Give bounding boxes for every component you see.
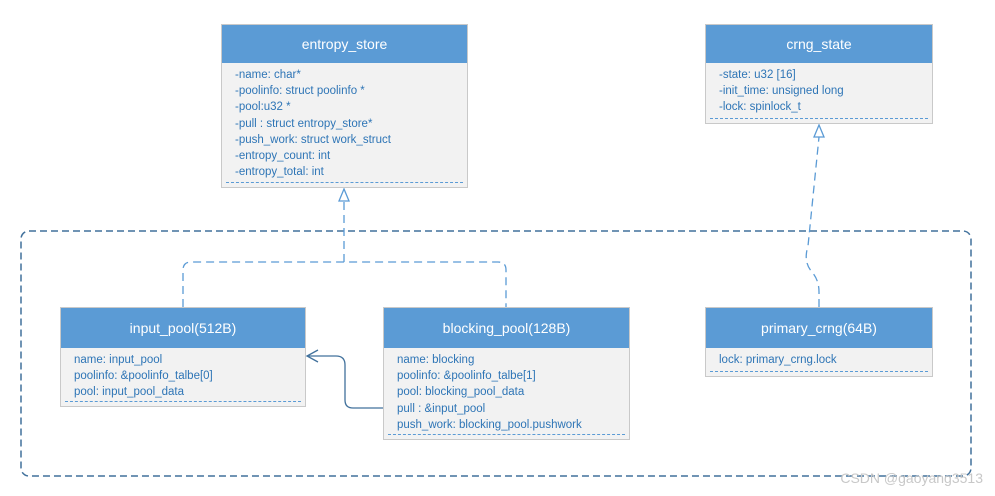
class-title: input_pool(512B)	[61, 308, 305, 348]
field-list: lock: primary_crng.lock	[706, 348, 932, 368]
class-input-pool: input_pool(512B) name: input_pool poolin…	[60, 307, 306, 407]
field: -entropy_total: int	[235, 166, 324, 179]
class-primary-crng: primary_crng(64B) lock: primary_crng.loc…	[705, 307, 933, 377]
field-list: -name: char* -poolinfo: struct poolinfo …	[222, 63, 467, 180]
field: -pool:u32 *	[235, 101, 291, 114]
field-list: -state: u32 [16] -init_time: unsigned lo…	[706, 63, 932, 116]
field: -pull : struct entropy_store*	[235, 117, 373, 130]
field: -lock: spinlock_t	[719, 101, 801, 114]
class-title: primary_crng(64B)	[706, 308, 932, 348]
field-list: name: blocking poolinfo: &poolinfo_talbe…	[384, 348, 629, 433]
group-boundary	[20, 230, 972, 477]
field: name: input_pool	[74, 354, 163, 366]
class-title: crng_state	[706, 25, 932, 63]
inheritance-arrow-entropy-store	[338, 187, 350, 202]
divider	[388, 434, 625, 435]
watermark: CSDN @gaoyang3513	[840, 470, 983, 486]
field: -init_time: unsigned long	[719, 85, 844, 98]
field: -entropy_count: int	[235, 150, 331, 163]
field: -name: char*	[235, 69, 301, 81]
inheritance-arrow-crng-state	[813, 123, 825, 138]
pull-association-arrowhead	[305, 349, 319, 363]
class-entropy-store: entropy_store -name: char* -poolinfo: st…	[221, 24, 468, 188]
field: -state: u32 [16]	[719, 69, 796, 81]
field: lock: primary_crng.lock	[719, 354, 837, 366]
inheritance-line-pools	[182, 201, 507, 307]
field: pool: input_pool_data	[74, 386, 184, 399]
divider	[710, 118, 928, 119]
field: poolinfo: &poolinfo_talbe[1]	[397, 370, 536, 383]
field: -poolinfo: struct poolinfo *	[235, 85, 365, 98]
field: pull : &input_pool	[397, 402, 486, 415]
field: poolinfo: &poolinfo_talbe[0]	[74, 370, 213, 383]
field-list: name: input_pool poolinfo: &poolinfo_tal…	[61, 348, 305, 401]
inheritance-line-crng	[805, 136, 820, 307]
field: -push_work: struct work_struct	[235, 133, 391, 146]
class-crng-state: crng_state -state: u32 [16] -init_time: …	[705, 24, 933, 124]
field: push_work: blocking_pool.pushwork	[397, 418, 582, 431]
divider	[65, 401, 301, 402]
pull-association-line	[307, 355, 383, 409]
class-title: entropy_store	[222, 25, 467, 63]
field: name: blocking	[397, 354, 475, 366]
divider	[226, 182, 463, 183]
divider	[710, 371, 928, 372]
class-blocking-pool: blocking_pool(128B) name: blocking pooli…	[383, 307, 630, 440]
field: pool: blocking_pool_data	[397, 386, 525, 399]
class-title: blocking_pool(128B)	[384, 308, 629, 348]
